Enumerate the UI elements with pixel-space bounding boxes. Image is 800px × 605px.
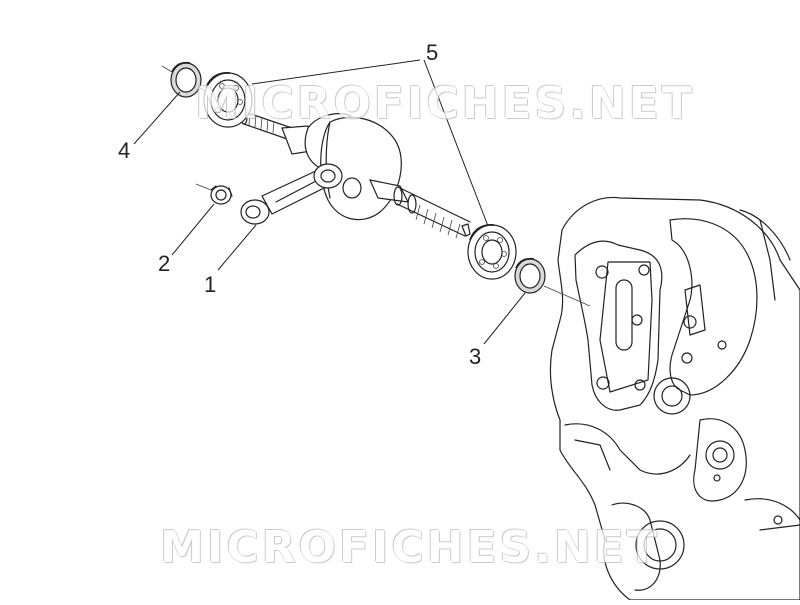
crankshaft: [240, 111, 471, 239]
connecting-rod: [240, 163, 343, 225]
callout-4: 4: [118, 138, 131, 163]
right-main-bearing: [467, 223, 517, 280]
leader-1: [217, 224, 257, 271]
right-oil-seal: [514, 257, 546, 294]
leader-3: [483, 292, 526, 345]
watermark-bottom: MICROFICHES.NET: [160, 522, 660, 573]
leader-5-lower: [423, 59, 489, 227]
callout-3: 3: [469, 344, 482, 369]
leader-4: [133, 91, 181, 145]
small-end-bearing: [210, 185, 233, 205]
left-main-bearing: [203, 71, 253, 128]
callout-1: 1: [204, 272, 217, 297]
callout-2: 2: [158, 251, 171, 276]
leader-5-upper: [251, 59, 421, 85]
leader-lines: [133, 59, 526, 345]
leader-2: [171, 203, 215, 256]
callout-5: 5: [426, 40, 439, 65]
axis-centerlines: [161, 65, 591, 307]
crankcase-half: [549, 196, 800, 601]
left-oil-seal: [170, 61, 202, 98]
watermark-top: MICROFICHES.NET: [195, 78, 695, 129]
